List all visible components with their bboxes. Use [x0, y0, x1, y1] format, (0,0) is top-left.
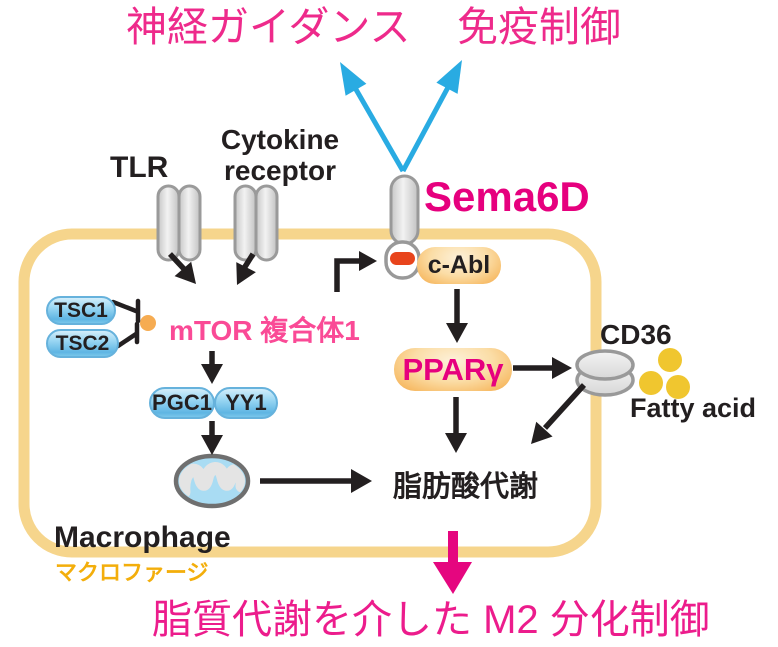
- sema6d-red-motif: [390, 252, 415, 265]
- mtor-complex-label: mTOR 複合体1: [169, 315, 360, 346]
- cytokine-receptor-icon: [233, 184, 279, 262]
- tsc1-node: TSC1: [46, 296, 116, 325]
- pgc1-node: PGC1: [149, 387, 215, 419]
- sema6d-label: Sema6D: [424, 173, 590, 220]
- tlr-receptor-icon: [156, 184, 202, 262]
- pparg-node: PPARγ: [394, 348, 512, 391]
- yy1-node: YY1: [214, 387, 278, 419]
- cd36-receptor-icon: [575, 349, 635, 397]
- fatty-acid-metabolism-label: 脂肪酸代謝: [393, 471, 539, 503]
- mitochondria-icon: [173, 453, 251, 509]
- immune-control-label: 免疫制御: [457, 4, 621, 50]
- neuro-guidance-label: 神経ガイダンス: [126, 4, 411, 50]
- outcome-label: 脂質代謝を介した M2 分化制御: [152, 598, 710, 642]
- tlr-label: TLR: [110, 151, 169, 184]
- cd36-label: CD36: [600, 319, 672, 350]
- activation-arrows: [167, 251, 587, 493]
- fatty-acid-label: Fatty acid: [630, 393, 757, 423]
- fatty-acid-icon: [639, 348, 690, 399]
- sema6d-receptor-icon: [384, 174, 421, 280]
- inhibition-tbar-icon: [110, 298, 141, 349]
- mtor-complex-fragment: [140, 315, 156, 331]
- cytokine-receptor-label: Cytokine receptor: [220, 124, 340, 186]
- tsc2-node: TSC2: [46, 329, 119, 358]
- cell-membrane: [18, 228, 602, 558]
- signal-arrow-icon: [340, 60, 462, 173]
- outcome-arrow-icon: [433, 531, 472, 594]
- macrophage-label: Macrophage: [54, 521, 231, 554]
- macrophage-jp-label: マクロファージ: [55, 560, 209, 585]
- c-abl-node: c-Abl: [417, 247, 501, 284]
